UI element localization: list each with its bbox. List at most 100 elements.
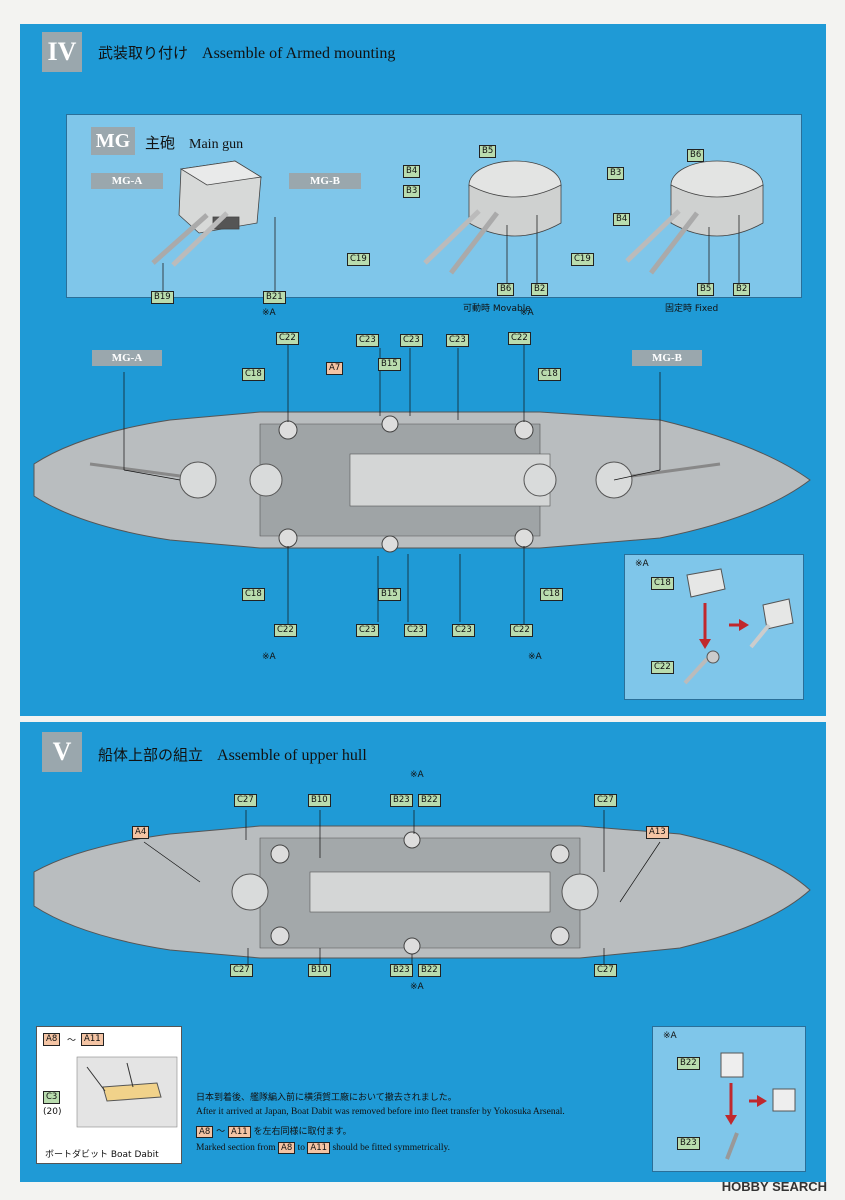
part-label: C23: [446, 334, 469, 347]
part-label: A11: [307, 1142, 331, 1154]
main-gun-box: MG 主砲 Main gun MG-A MG-B: [66, 114, 802, 314]
main-gun-badge: MG: [91, 127, 135, 155]
part-label: C23: [356, 334, 379, 347]
part-label: A13: [646, 826, 669, 839]
ship-top-view-iv: [33, 344, 811, 634]
mark-a: ※A: [520, 308, 534, 318]
note-jp-1: 日本到着後、艦隊編入前に横須賀工廠において撤去されました。: [196, 1093, 457, 1103]
part-label: C27: [230, 964, 253, 977]
part-label: B3: [403, 185, 421, 198]
mark-a: ※A: [663, 1031, 677, 1041]
part-label: B4: [613, 213, 631, 226]
mg-a-tag: MG-A: [92, 350, 162, 366]
turret-a-drawing: [151, 160, 276, 291]
part-label: C22: [510, 624, 533, 637]
movable-label: 可動時 Movable: [463, 304, 531, 314]
part-label: B2: [733, 283, 751, 296]
part-label: C23: [404, 624, 427, 637]
boat-davit-caption: ボートダビット Boat Dabit: [45, 1150, 159, 1160]
ship-top-view-v: [33, 810, 811, 964]
mark-a: ※A: [410, 982, 424, 992]
part-label: B15: [378, 358, 401, 371]
part-label: A8: [43, 1033, 61, 1046]
mark-a: ※A: [262, 308, 276, 318]
step-4-number: IV: [42, 32, 82, 72]
main-gun-drawings: [151, 160, 764, 291]
detail-box-iv: ※A C18 C22: [624, 554, 804, 700]
turret-detail-drawing: [683, 568, 794, 685]
step-5-title-en: Assemble of upper hull: [217, 747, 367, 764]
mark-a: ※A: [528, 652, 542, 662]
mark-a: ※A: [635, 559, 649, 569]
detail-box-v: ※A B22 B23: [652, 1026, 806, 1172]
mark-a: ※A: [262, 652, 276, 662]
step-5-number: V: [42, 732, 82, 772]
tilde: 〜: [216, 1127, 226, 1137]
main-gun-title-jp: 主砲: [145, 134, 176, 152]
part-label: B5: [697, 283, 715, 296]
part-label: B23: [390, 964, 413, 977]
part-label: A11: [81, 1033, 104, 1046]
part-label: C27: [234, 794, 257, 807]
main-gun-title-en: Main gun: [189, 137, 244, 152]
part-label: B10: [308, 964, 331, 977]
part-label: B2: [531, 283, 549, 296]
mg-b-tag: MG-B: [632, 350, 702, 366]
note-jp-2: A8 〜 A11 を左右同様に取付ます。: [196, 1126, 352, 1139]
note-en-1: After it arrived at Japan, Boat Dabit wa…: [196, 1107, 565, 1117]
main-gun-title: 主砲 Main gun: [145, 132, 243, 153]
part-label: B3: [607, 167, 625, 180]
part-label: B22: [677, 1057, 700, 1070]
part-label: C27: [594, 794, 617, 807]
part-label: C27: [594, 964, 617, 977]
part-label: C18: [651, 577, 674, 590]
fixed-label: 固定時 Fixed: [665, 304, 719, 314]
part-label: B23: [677, 1137, 700, 1150]
watermark: HOBBY SEARCH: [721, 1179, 827, 1194]
mark-a: ※A: [410, 770, 424, 780]
count-label: (20): [43, 1107, 62, 1117]
part-label: A4: [132, 826, 150, 839]
part-label: C23: [400, 334, 423, 347]
part-label: C22: [274, 624, 297, 637]
part-label: B22: [418, 794, 441, 807]
part-label: B6: [497, 283, 515, 296]
part-label: B4: [403, 165, 421, 178]
mg-b-tag: MG-B: [289, 173, 361, 189]
part-label: C19: [571, 253, 594, 266]
part-label: B23: [390, 794, 413, 807]
step-5-title-jp: 船体上部の組立: [98, 746, 204, 764]
turret-b-drawing: [423, 160, 562, 283]
tilde: 〜: [67, 1036, 77, 1046]
part-label: C18: [540, 588, 563, 601]
boat-davit-drawing: [76, 1056, 178, 1128]
mg-a-tag: MG-A: [91, 173, 163, 189]
part-label: C18: [242, 588, 265, 601]
part-label: B6: [687, 149, 705, 162]
part-label: B5: [479, 145, 497, 158]
part-label: A8: [196, 1126, 214, 1138]
part-label: C22: [651, 661, 674, 674]
davit-detail-drawing: [720, 1052, 796, 1160]
step-5-title: 船体上部の組立 Assemble of upper hull: [98, 744, 367, 765]
note-en-2: Marked section from A8 to A11 should be …: [196, 1142, 451, 1154]
part-label: C22: [508, 332, 531, 345]
boat-davit-inset: A8 〜 A11 C3 (20) ボートダビット Boat Dabit: [36, 1026, 182, 1164]
part-label: B10: [308, 794, 331, 807]
part-label: C23: [452, 624, 475, 637]
part-label: C18: [538, 368, 561, 381]
part-label: A8: [278, 1142, 296, 1154]
step-5-panel: V 船体上部の組立 Assemble of upper hull ※A ※A C2…: [20, 722, 826, 1182]
part-label: A11: [228, 1126, 251, 1138]
part-label: C18: [242, 368, 265, 381]
turret-c-drawing: [625, 160, 764, 283]
part-label: B21: [263, 291, 286, 304]
part-label: C19: [347, 253, 370, 266]
part-label: C3: [43, 1091, 61, 1104]
note-jp-2-text: を左右同様に取付ます。: [253, 1127, 352, 1137]
part-label: C23: [356, 624, 379, 637]
part-label: A7: [326, 362, 344, 375]
step-4-title-jp: 武装取り付け: [98, 44, 189, 62]
